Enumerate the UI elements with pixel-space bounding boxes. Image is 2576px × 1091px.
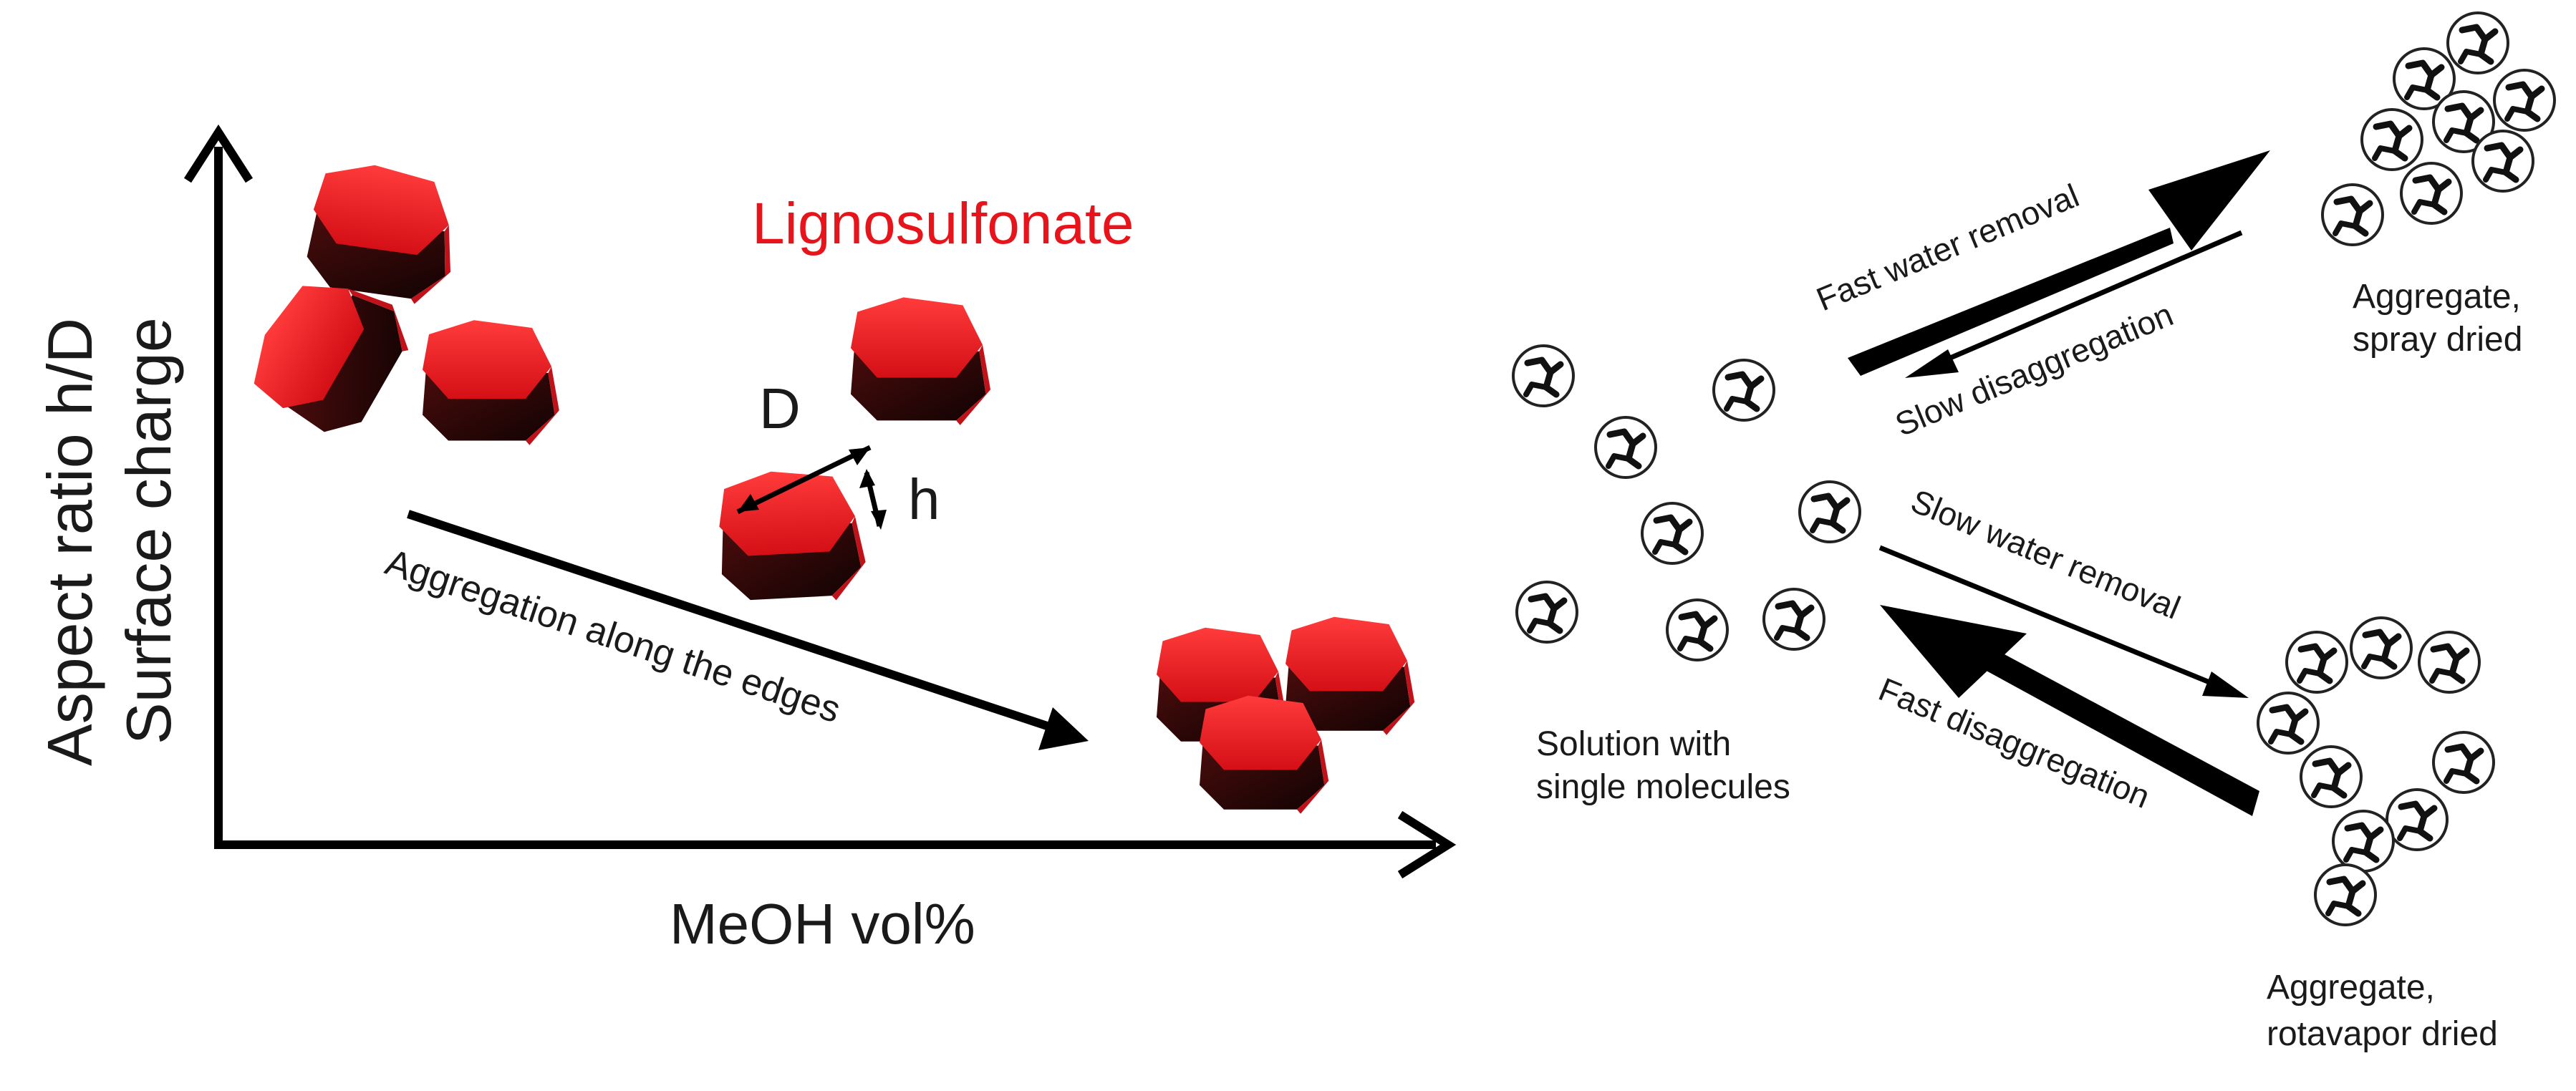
molecule-7 bbox=[1667, 600, 1727, 660]
dimension-d-label: D bbox=[759, 377, 801, 440]
single-molecules bbox=[1513, 346, 1860, 660]
x-axis-label: MeOH vol% bbox=[670, 892, 975, 956]
molecule-5 bbox=[1800, 482, 1860, 542]
spray-dried-aggregate bbox=[2322, 13, 2555, 245]
rotavapor-label-line2: rotavapor dried bbox=[2267, 1015, 2498, 1053]
y-axis-label-line1: Aspect ratio h/D bbox=[34, 318, 105, 766]
rotavapor-dried-aggregate bbox=[2258, 618, 2494, 925]
axes bbox=[183, 124, 1457, 879]
molecule-1 bbox=[1513, 346, 1573, 406]
particle-upper-right bbox=[851, 297, 991, 425]
fast-water-removal-arrow bbox=[1848, 150, 2270, 376]
particle-top-left-3 bbox=[423, 320, 559, 445]
rotavapor-label-line1: Aggregate, bbox=[2267, 969, 2435, 1007]
molecule-6 bbox=[1517, 582, 1577, 642]
molecule-3 bbox=[1714, 360, 1774, 420]
particle-top-left-1 bbox=[302, 157, 464, 309]
y-axis-label-line2: Surface charge bbox=[113, 317, 184, 745]
dimension-h-label: h bbox=[908, 467, 940, 531]
dimension-d-line bbox=[736, 445, 872, 515]
y-axis-arrowhead bbox=[183, 124, 254, 183]
slow-water-removal-label: Slow water removal bbox=[1906, 482, 2186, 626]
molecule-2 bbox=[1596, 417, 1656, 477]
lignosulfonate-title: Lignosulfonate bbox=[752, 191, 1134, 256]
solution-label-line2: single molecules bbox=[1536, 768, 1790, 806]
slow-disaggregation-arrow bbox=[1905, 230, 2243, 378]
fast-disaggregation-label: Fast disaggregation bbox=[1873, 670, 2155, 815]
solution-label-line1: Solution with bbox=[1536, 725, 1731, 763]
spray-label-line1: Aggregate, bbox=[2353, 278, 2521, 316]
slow-water-removal-arrow bbox=[1878, 545, 2249, 698]
dimension-markers bbox=[736, 445, 887, 530]
spray-label-line2: spray dried bbox=[2353, 321, 2522, 359]
x-axis-arrowhead bbox=[1397, 810, 1457, 879]
molecule-8 bbox=[1764, 589, 1824, 649]
molecule-4 bbox=[1642, 503, 1702, 563]
fast-disaggregation-arrow bbox=[1880, 605, 2259, 816]
aggregation-trend-arrow bbox=[407, 510, 1089, 750]
